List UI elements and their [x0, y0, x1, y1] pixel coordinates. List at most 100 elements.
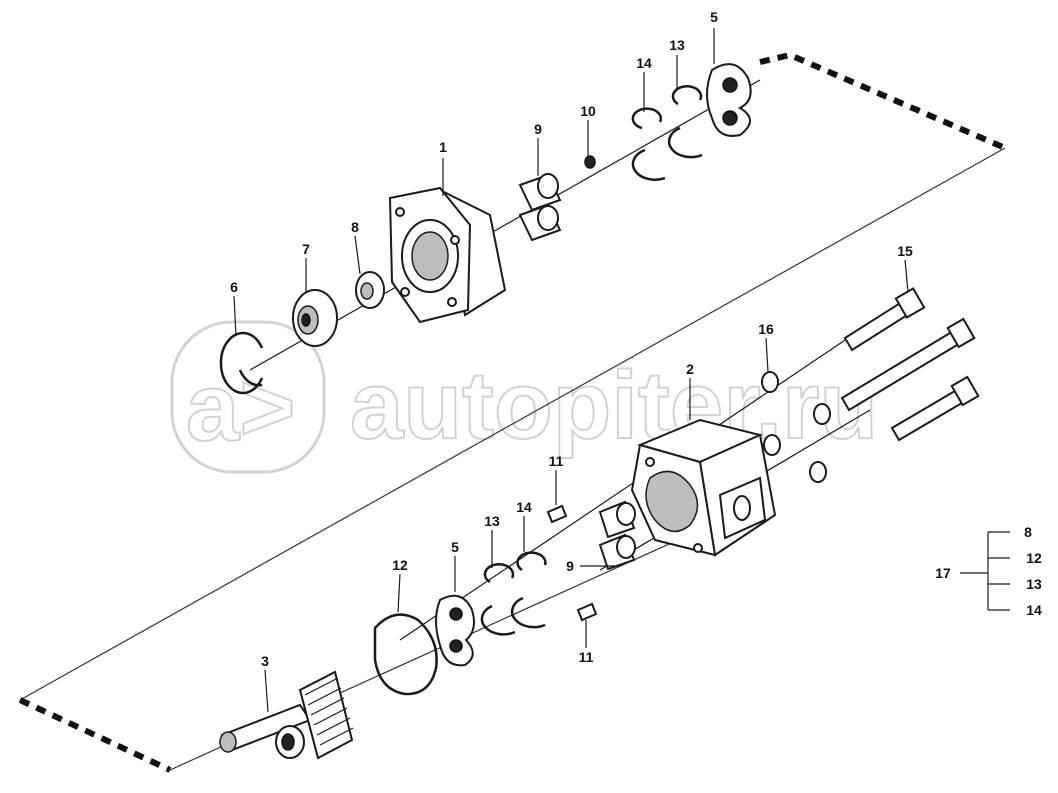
- pin-10-shape: [584, 155, 596, 169]
- callout-7: 7: [302, 241, 310, 257]
- callout-12: 12: [392, 557, 408, 573]
- clip-13-upper-b: [667, 126, 703, 159]
- callout-16: 16: [758, 321, 774, 337]
- callout-9-bottom: 9: [566, 558, 574, 574]
- watermark-badge: [170, 320, 326, 474]
- leader-15: [904, 259, 909, 293]
- dowel-pin-upper: [546, 504, 568, 524]
- leader-3: [264, 669, 269, 713]
- wear-plate-lower-shape: [435, 594, 475, 667]
- callout-2: 2: [686, 361, 694, 377]
- body-bolt-hole-1: [645, 457, 655, 467]
- callout-8: 8: [351, 219, 359, 235]
- part-seal-8: [355, 271, 385, 309]
- bolt-15-a-head: [894, 287, 926, 319]
- part-bolts-15: [840, 287, 980, 442]
- callout-15: 15: [897, 243, 913, 259]
- washer-16-c: [763, 434, 781, 456]
- bolt-15-b-head: [946, 317, 976, 349]
- callout-5-bottom: 5: [451, 539, 459, 555]
- driven-gear-shaft-end: [281, 733, 295, 751]
- gasket-shape: [373, 613, 438, 696]
- part-bushings-9-upper: [518, 173, 562, 242]
- callout-11-top: 11: [549, 453, 564, 469]
- part-pin-10: [584, 155, 596, 169]
- part-snap-ring-6: [219, 331, 264, 395]
- body-bolt-hole-2: [693, 543, 703, 553]
- callout-6: 6: [230, 279, 238, 295]
- leader-8: [354, 235, 361, 275]
- bolt-15-c: [890, 386, 969, 442]
- washer-16-d: [809, 461, 827, 483]
- boundary-dash-bottom: [18, 697, 172, 773]
- callout-14-top: 14: [636, 55, 652, 71]
- washer-16-a: [761, 371, 779, 393]
- lower-axis: [399, 329, 861, 641]
- callout-10: 10: [580, 103, 596, 119]
- clip-14-lower-a: [516, 551, 547, 572]
- washer-16-b: [813, 403, 831, 425]
- clip-14-upper-b: [631, 148, 666, 181]
- clip-14-lower-b: [510, 596, 546, 629]
- leader-12: [397, 573, 401, 613]
- bushing-lower-a-end: [616, 502, 636, 526]
- bearing-bore: [301, 313, 311, 327]
- bolt-15-c-head: [950, 375, 980, 407]
- cover-bolt-hole-2: [450, 235, 460, 245]
- leader-16: [765, 337, 769, 373]
- callout-13-bottom: 13: [484, 513, 500, 529]
- part-bearing-7: [292, 289, 338, 347]
- callout-1: 1: [439, 139, 447, 155]
- kit-item-8: 8: [1024, 524, 1032, 540]
- body-outlet-port-hole: [733, 495, 751, 521]
- kit-item-14: 14: [1026, 602, 1042, 618]
- shaft-spline-end: [219, 731, 237, 753]
- cover-bolt-hole-1: [395, 207, 405, 217]
- watermark-text: autopiter.ru: [350, 352, 878, 459]
- cover-bore-inner: [411, 231, 449, 281]
- seal-inner: [360, 282, 374, 300]
- wear-plate-lower-hole-1: [449, 607, 463, 621]
- callout-11-bottom: 11: [579, 649, 594, 665]
- part-wear-plate-5-upper: [706, 63, 752, 137]
- snap-ring-shape: [219, 331, 264, 395]
- wear-plate-upper-shape: [706, 63, 752, 137]
- callout-3: 3: [261, 653, 269, 669]
- part-dowel-pins-11: [546, 504, 598, 622]
- clip-13-upper-a: [671, 85, 703, 106]
- body-gear-cavity: [645, 470, 699, 533]
- callout-labels: 1 5 13 14 10 9 8 7 6 15 16 2 11 14 13 5 …: [230, 9, 913, 669]
- callout-14-bottom: 14: [516, 499, 532, 515]
- part-drive-shaft-3: [219, 670, 354, 760]
- drive-gear-teeth: [304, 677, 354, 746]
- watermark: a> autopiter.ru: [170, 320, 879, 474]
- cover-bolt-hole-4: [447, 297, 457, 307]
- clip-13-lower-b: [480, 604, 516, 636]
- kit-label: 17: [935, 565, 951, 581]
- part-front-cover-1: [388, 186, 507, 324]
- leader-6: [233, 295, 237, 337]
- part-gasket-12: [373, 613, 438, 696]
- kit-item-12: 12: [1026, 550, 1042, 566]
- part-washers-16: [761, 371, 831, 483]
- clip-14-upper-a: [631, 107, 663, 130]
- dowel-pin-lower: [576, 602, 598, 622]
- part-clips-14-lower: [510, 551, 547, 629]
- bushing-upper-a-end: [537, 173, 559, 199]
- kit-item-13: 13: [1026, 576, 1042, 592]
- callout-5-top: 5: [710, 9, 718, 25]
- callout-9-top: 9: [534, 121, 542, 137]
- part-clips-14-upper: [631, 107, 666, 181]
- part-bushings-9-lower: [598, 500, 636, 571]
- cover-bolt-hole-3: [400, 287, 410, 297]
- boundary-line-diagonal: [19, 147, 1006, 701]
- part-wear-plate-5-lower: [435, 594, 475, 667]
- kit-bracket: 17 8 12 13 14: [935, 524, 1042, 618]
- drive-gear: [298, 670, 354, 760]
- part-pump-body-2: [630, 418, 777, 557]
- clip-13-lower-a: [483, 563, 515, 584]
- part-clips-13-lower: [480, 563, 516, 636]
- wear-plate-upper-hole-1: [722, 77, 738, 93]
- wear-plate-lower-hole-2: [449, 639, 463, 653]
